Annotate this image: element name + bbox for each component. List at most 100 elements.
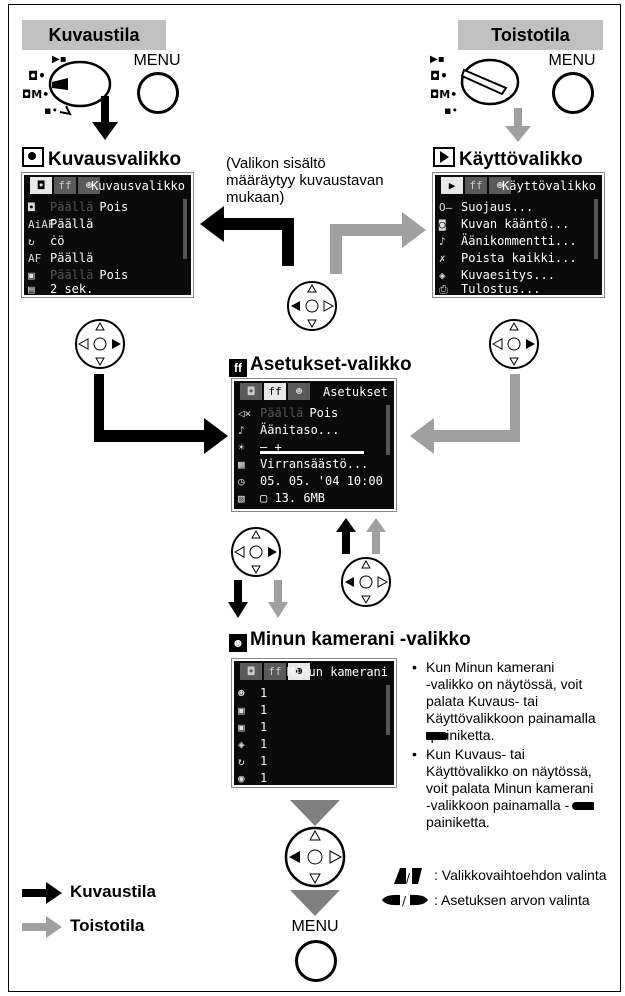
direction-pad-down-icon[interactable]: [230, 526, 282, 578]
svg-text:▪•: ▪•: [44, 104, 58, 117]
menu-row[interactable]: ⎙Tulostus...: [439, 282, 541, 296]
screen-header: Minun kamerani: [286, 665, 388, 679]
menu-row[interactable]: ◈Kuvaesitys...: [439, 268, 555, 282]
play-menu-title: Käyttövalikko: [433, 147, 583, 172]
playback-mode-header: Toistotila: [458, 20, 603, 50]
bullet-list: • Kun Minun kamerani-valikko on näytössä…: [412, 659, 617, 831]
menu-row[interactable]: ▣1: [238, 703, 268, 717]
play-icon: [433, 147, 455, 167]
play-menu-screen: ▶ ff ☻ Käyttövalikko O‒Suojaus... ◙Kuvan…: [432, 172, 605, 298]
tab-mycamera[interactable]: ☻: [78, 177, 100, 194]
mycamera-icon: ☻: [229, 634, 247, 652]
tab-setup[interactable]: ff: [264, 383, 286, 400]
menu-row[interactable]: ♪Äänitaso...: [238, 423, 340, 437]
menu-row[interactable]: ◙Kuvan kääntö...: [439, 217, 570, 231]
legend-black-arrow-icon: [22, 882, 62, 904]
left-button-icon: [572, 802, 594, 810]
direction-pad-shooting-icon[interactable]: [74, 318, 126, 370]
menu-row[interactable]: AiAFPäällä: [28, 217, 94, 231]
tab-setup[interactable]: ff: [264, 663, 286, 680]
menu-button-playback[interactable]: [552, 72, 594, 114]
right-button-icon: [426, 732, 448, 740]
leftright-key-label: : Asetuksen arvon valinta: [434, 892, 590, 908]
legend-shooting-label: Kuvaustila: [70, 882, 156, 901]
menu-row[interactable]: ◷05. 05. '04 10:00: [238, 474, 383, 488]
shooting-to-setup-arrow-icon: [94, 374, 228, 454]
svg-text:▶▪: ▶▪: [430, 54, 444, 65]
svg-text:▪•: ▪•: [444, 104, 458, 117]
menu-row[interactable]: ▦Virransäästö...: [238, 457, 369, 471]
menu-row[interactable]: ☀‒ +: [238, 440, 282, 454]
menu-row[interactable]: ▤2 sek.: [28, 282, 94, 296]
tab-mycamera[interactable]: ☻: [288, 663, 310, 680]
scrollbar[interactable]: [386, 685, 390, 735]
direction-pad-main-icon[interactable]: [284, 826, 346, 888]
menu-row[interactable]: ▣1: [238, 720, 268, 734]
volume-slider[interactable]: [260, 451, 364, 454]
playback-mode-dial-icon: ▶▪ ◘• ◘M• ▪•: [430, 54, 520, 117]
tab-shooting[interactable]: ◘: [240, 663, 262, 680]
direction-pad-up-icon[interactable]: [340, 556, 392, 608]
direction-pad-playback-icon[interactable]: [488, 318, 540, 370]
menu-row[interactable]: ◈1: [238, 737, 268, 751]
svg-text:◘M•: ◘M•: [22, 88, 49, 101]
tab-mycamera[interactable]: ☻: [288, 383, 310, 400]
mycamera-menu-screen: ◘ ff ☻ Minun kamerani ☻1 ▣1 ▣1 ◈1 ↻1 ◉1: [231, 658, 397, 788]
shooting-menu-title: Kuvausvalikko: [22, 147, 181, 172]
menu-label-shooting: MENU: [133, 52, 181, 69]
tab-mycamera[interactable]: ☻: [489, 177, 511, 194]
menu-row[interactable]: ◉1: [238, 771, 268, 785]
setup-icon: ff: [229, 359, 247, 377]
menu-row[interactable]: ↻ċö: [28, 234, 65, 248]
gray-down-arrow-2-icon: [290, 890, 340, 916]
tab-setup[interactable]: ff: [54, 177, 76, 194]
menu-row[interactable]: ✗Poista kaikki...: [439, 251, 577, 265]
screen-header: Kuvausvalikko: [91, 179, 185, 193]
menu-label-playback: MENU: [548, 52, 596, 69]
scrollbar[interactable]: [594, 199, 598, 259]
svg-text:◘•: ◘•: [28, 69, 46, 83]
direction-pad-top-icon[interactable]: [286, 280, 338, 332]
scrollbar[interactable]: [183, 199, 187, 259]
legend-gray-arrow-icon: [22, 916, 62, 938]
tab-play[interactable]: ▶: [441, 177, 463, 194]
tab-shooting[interactable]: ◘: [30, 177, 52, 194]
scrollbar[interactable]: [386, 405, 390, 455]
menu-row[interactable]: ▧▢ 13. 6MB: [238, 491, 326, 505]
svg-text:/: /: [402, 894, 407, 908]
menu-button-bottom[interactable]: [295, 940, 337, 982]
shooting-mode-dial-icon: ▶▪ ◘• ◘M• ▪•: [22, 54, 112, 117]
playback-right-arrow-icon: [330, 212, 426, 274]
up-down-button-icon: /: [394, 868, 422, 885]
playback-to-setup-arrow-icon: [410, 374, 520, 454]
mycamera-menu-title: ☻Minun kamerani -valikko: [229, 628, 471, 652]
legend-playback-label: Toistotila: [70, 916, 145, 935]
shooting-mode-header: Kuvaustila: [22, 20, 166, 50]
screen-header: Käyttövalikko: [502, 179, 596, 193]
menu-row[interactable]: O‒Suojaus...: [439, 200, 534, 214]
tab-shooting[interactable]: ◘: [240, 383, 262, 400]
updown-key-label: : Valikkovaihtoehdon valinta: [434, 867, 607, 883]
up-arrows-icon: [336, 518, 386, 554]
gray-down-arrow-icon: [290, 800, 340, 826]
menu-row[interactable]: ↻1: [238, 754, 268, 768]
menu-label-bottom: MENU: [291, 918, 339, 935]
shooting-left-arrow-icon: [200, 206, 294, 266]
down-arrows-icon: [228, 580, 288, 618]
tab-setup[interactable]: ff: [465, 177, 487, 194]
menu-row[interactable]: ♪Äänikommentti...: [439, 234, 577, 248]
menu-row[interactable]: ☻1: [238, 686, 268, 700]
shooting-down-arrow-icon: [92, 96, 118, 140]
page-frame: [8, 4, 621, 992]
screen-header: Asetukset: [322, 385, 388, 399]
menu-button-shooting[interactable]: [137, 72, 179, 114]
svg-text:/: /: [406, 871, 411, 885]
